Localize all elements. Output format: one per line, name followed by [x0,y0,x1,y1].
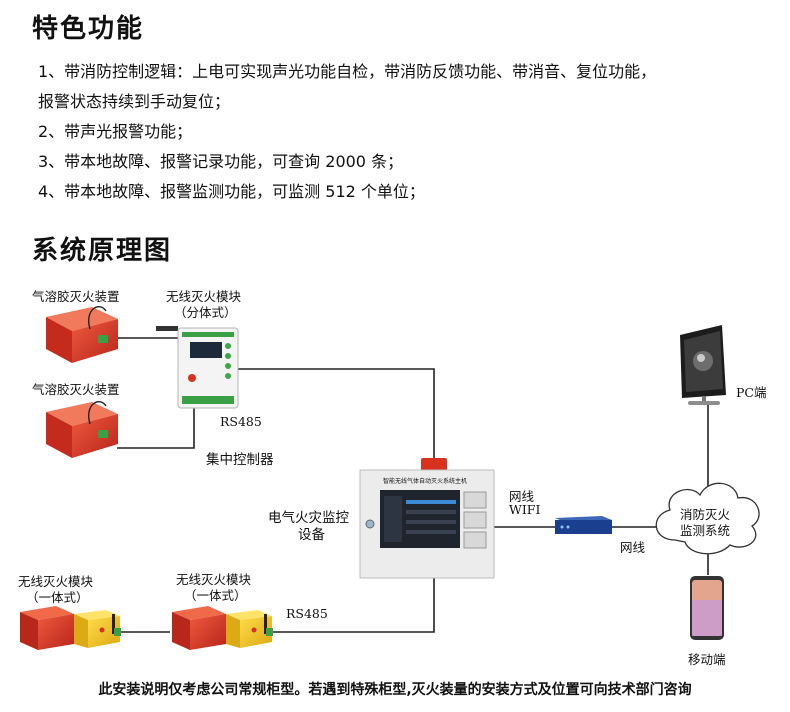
label-monitor-device: 电气火灾监控 [268,510,349,526]
wire-aerosol-2-to-module [117,408,195,449]
label-wifi: WIFI [509,502,541,517]
label-host-title: 智能无线气体自动灭火系统主机 [383,478,468,485]
host-panel-icon [359,458,495,579]
footer-note: 此安装说明仅考虑公司常规柜型。若遇到特殊柜型,灭火装量的安装方式及位置可向技术部… [98,682,692,698]
connection-lines [117,337,709,633]
label-central-controller: 集中控制器 [206,452,274,468]
wireless-module-integrated-b-icon [172,606,273,650]
feature-item: 2、带声光报警功能； [38,122,193,141]
aerosol-device-2-icon [46,401,118,458]
diagram-title: 系统原理图 [32,236,173,266]
label-pc: PC端 [736,385,767,400]
label-aerosol-1: 气溶胶灭火装置 [32,289,120,304]
aerosol-device-1-icon [46,306,118,363]
label-mobile: 移动端 [688,652,726,667]
label-monitor-device-2: 设备 [298,527,325,543]
label-aerosol-2: 气溶胶灭火装置 [32,382,120,397]
wire-module-to-host [238,368,435,460]
label-module-int-a: 无线灭火模块 [18,574,94,589]
label-module-int-b: 无线灭火模块 [176,572,252,587]
label-module-int-b-type: （一体式） [184,588,247,603]
feature-item: 3、带本地故障、报警记录功能，可查询 2000 条； [38,152,404,171]
pc-monitor-icon [680,325,726,405]
cloud-icon [655,482,760,555]
wire-rs485-bottom [270,578,435,633]
feature-item: 4、带本地故障、报警监测功能，可监测 512 个单位； [38,182,425,201]
feature-item: 1、带消防控制逻辑：上电可实现声光功能自检，带消防反馈功能、带消音、复位功能， [38,62,657,81]
label-network-wifi: 网线 [509,489,535,504]
label-module-split-type: （分体式） [174,305,237,320]
features-title: 特色功能 [32,14,145,44]
label-rs485-top: RS485 [220,414,262,429]
label-cloud-2: 监测系统 [680,523,731,538]
label-rs485-bottom: RS485 [286,606,328,621]
feature-item: 报警状态持续到手动复位； [38,92,231,111]
label-module-split: 无线灭火模块 [166,289,242,304]
wireless-module-split-icon [156,326,239,409]
label-network-2: 网线 [620,540,646,555]
label-cloud-1: 消防灭火 [680,507,731,522]
router-icon [555,516,612,534]
wireless-module-integrated-a-icon [20,606,121,650]
mobile-phone-icon [690,576,724,640]
label-module-int-a-type: （一体式） [26,590,89,605]
